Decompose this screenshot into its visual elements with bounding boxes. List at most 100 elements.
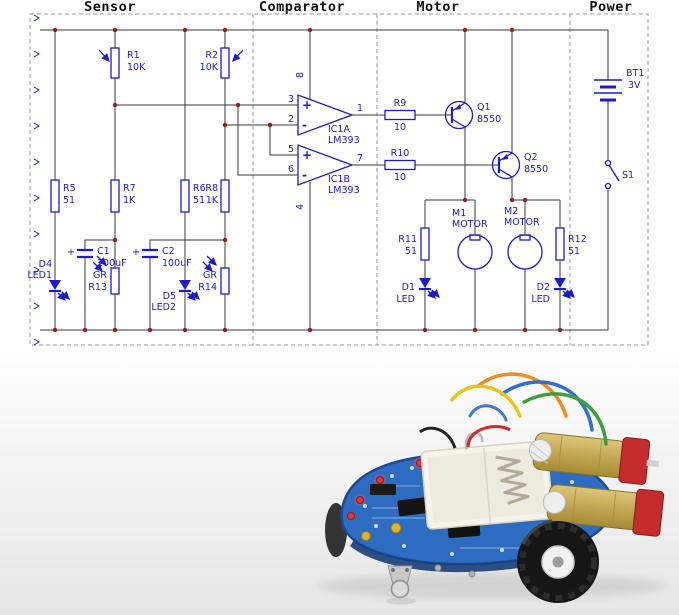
photoresistor-r14: GR R14	[198, 255, 230, 295]
resistor-r5: R5 51	[50, 179, 76, 213]
r12-ref: R12	[568, 234, 587, 245]
trimmer-pot	[390, 522, 402, 534]
m1-value: MOTOR	[452, 219, 488, 230]
resistor-r10: R10 10	[384, 148, 416, 183]
bt1-value: 3V	[628, 80, 641, 91]
r1-value: 10K	[127, 62, 146, 73]
c2-polarity: +	[132, 247, 140, 258]
wire-node-b	[225, 124, 298, 156]
r6-ref: R6	[193, 183, 206, 194]
ic-chip-small	[370, 484, 396, 495]
led-d2: D2 LED	[531, 278, 575, 305]
d1-ref: D1	[402, 282, 415, 293]
wires	[40, 29, 609, 331]
worm-gear-2	[542, 490, 566, 514]
r7-ref: R7	[123, 183, 136, 194]
q1-ref: Q1	[477, 102, 491, 113]
r9-value: 10	[394, 122, 406, 133]
ic1b-minus-sign: -	[302, 168, 307, 182]
pin-2: 2	[288, 114, 294, 125]
ic1b-ref: IC1B	[328, 174, 350, 185]
trimmer-pot-2	[361, 531, 371, 541]
d4-ref: D4	[39, 259, 52, 270]
sheet-pin-marks	[33, 14, 40, 346]
battery-bt1: BT1 3V	[594, 68, 644, 102]
red-lead-wire	[466, 425, 511, 448]
resistor-r11: R11 51	[398, 227, 430, 261]
potentiometer-r2: R2 10K	[200, 47, 244, 79]
motor-end-cap-2	[632, 488, 665, 537]
battery-holder	[420, 431, 554, 530]
m2-value: MOTOR	[504, 217, 540, 228]
section-title-motor: Motor	[416, 0, 459, 15]
r6-value: 51	[193, 195, 205, 206]
r8-ref: R8	[205, 183, 218, 194]
motor-m1: M1 MOTOR	[452, 208, 493, 270]
gr13-type: GR	[93, 270, 107, 281]
r8-value: 1K	[206, 195, 219, 206]
jumper-wires	[450, 372, 608, 446]
power-rails	[40, 29, 608, 331]
wire-caps	[84, 239, 225, 330]
circuit-schematic: Sensor Comparator Motor Power	[27, 0, 649, 346]
resistor-r9: R9 10	[384, 98, 416, 133]
d1-value: LED	[396, 294, 415, 305]
photoresistor-r13: GR R13	[88, 255, 120, 295]
c2-ref: C2	[162, 246, 175, 257]
resistor-r8: R8 1K	[205, 179, 230, 213]
gr14-ref: R14	[198, 282, 217, 293]
schematic-frame	[29, 13, 649, 346]
pin-5: 5	[288, 144, 294, 155]
r12-value: 51	[568, 246, 580, 257]
r9-ref: R9	[394, 98, 407, 109]
standoff-screw	[434, 564, 442, 572]
motor-lower	[542, 484, 665, 537]
ic1a-ref: IC1A	[328, 124, 350, 135]
capacitor-c1: + C1 100uF	[67, 246, 127, 269]
robot-shadow	[317, 573, 667, 599]
pin-7: 7	[357, 153, 363, 164]
d2-value: LED	[531, 294, 550, 305]
r5-value: 51	[63, 195, 75, 206]
resistor-r12: R12 51	[555, 227, 587, 261]
r11-ref: R11	[398, 234, 417, 245]
ic1a-minus-sign: -	[302, 118, 307, 132]
r5-ref: R5	[63, 183, 76, 194]
q1-value: 8550	[477, 114, 501, 125]
junction-dots	[52, 27, 563, 333]
d4-value: LED1	[27, 270, 52, 281]
resistor-r6: R6 51	[180, 179, 206, 213]
pin-3: 3	[288, 94, 294, 105]
d2-ref: D2	[537, 282, 550, 293]
standoff-screw-2	[468, 570, 476, 578]
battery-spring	[495, 455, 530, 505]
gr14-type: GR	[203, 270, 217, 281]
ic1b-plus-sign: +	[302, 148, 312, 162]
m2-ref: M2	[504, 206, 518, 217]
section-title-power: Power	[589, 0, 632, 15]
r2-ref: R2	[205, 50, 218, 61]
pin-8: 8	[295, 72, 306, 78]
led-d4: D4 LED1	[27, 259, 70, 301]
d5-ref: D5	[163, 291, 176, 302]
ic1a-value: LM393	[328, 135, 360, 146]
r10-ref: R10	[391, 148, 410, 159]
wire-node-a	[115, 104, 298, 176]
c1-polarity: +	[67, 247, 75, 258]
switch-s1: S1	[604, 159, 634, 190]
transistor-q1: Q1 8550	[444, 100, 501, 130]
motor-m2: M2 MOTOR	[504, 206, 543, 270]
product-photo	[0, 358, 679, 615]
black-lead-wire	[419, 426, 457, 449]
c1-value: 100uF	[97, 258, 127, 269]
wire-motor2-branch	[512, 199, 561, 330]
m1-ref: M1	[452, 208, 466, 219]
section-title-comparator: Comparator	[259, 0, 345, 15]
resistor-r7: R7 1K	[110, 179, 136, 213]
q2-value: 8550	[524, 164, 548, 175]
q2-ref: Q2	[524, 152, 538, 163]
d5-value: LED2	[151, 302, 176, 313]
section-title-sensor: Sensor	[84, 0, 136, 15]
gr13-ref: R13	[88, 282, 107, 293]
